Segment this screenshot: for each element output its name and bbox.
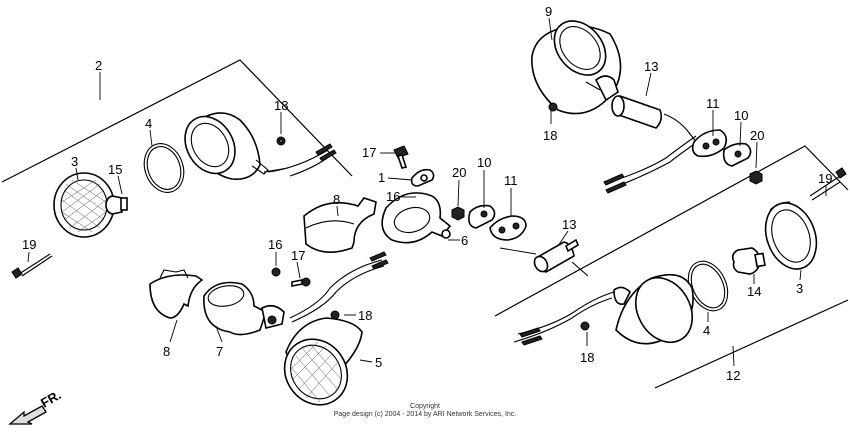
part-label-2: 2 xyxy=(95,58,102,73)
part-label-17-upper: 17 xyxy=(362,145,376,160)
nut-18-bottom xyxy=(580,321,590,331)
part-label-12: 12 xyxy=(726,368,740,383)
part-label-18-bottom: 18 xyxy=(580,350,594,365)
part-label-10-center: 10 xyxy=(477,155,491,170)
part-label-8-upper: 8 xyxy=(333,192,340,207)
part-label-17-lower: 17 xyxy=(291,248,305,263)
part-label-15: 15 xyxy=(108,162,122,177)
lower-mount-bracket-7 xyxy=(203,281,285,336)
part-label-20-center: 20 xyxy=(452,165,466,180)
part-label-19-left: 19 xyxy=(22,237,36,252)
part-label-5: 5 xyxy=(375,355,382,370)
nut-20-center xyxy=(451,206,465,221)
wire-clamp-1 xyxy=(410,168,435,187)
left-front-lens xyxy=(53,172,115,238)
part-label-14: 14 xyxy=(747,284,761,299)
left-assembly-frame xyxy=(1,59,353,183)
part-label-4-right: 4 xyxy=(703,323,710,338)
relay-13-upper xyxy=(585,81,699,145)
part-label-20-right: 20 xyxy=(750,128,764,143)
part-label-13-center: 13 xyxy=(562,217,576,232)
left-front-nut-18 xyxy=(276,136,286,146)
leader-lines xyxy=(27,17,827,367)
left-front-gasket xyxy=(143,143,185,193)
left-front-bulb xyxy=(105,195,128,215)
part-label-13-upper: 13 xyxy=(644,59,658,74)
relay-13-center xyxy=(499,238,589,277)
bracket-bolt-17-upper xyxy=(393,145,409,169)
part-label-19-right: 19 xyxy=(818,171,832,186)
part-label-6: 6 xyxy=(461,233,468,248)
left-front-screw xyxy=(11,253,53,279)
part-label-10-right: 10 xyxy=(734,108,748,123)
part-label-3-left: 3 xyxy=(71,154,78,169)
right-bulb-14 xyxy=(731,247,766,275)
part-label-4-left: 4 xyxy=(145,116,152,131)
copyright-line-2: Page design (c) 2004 - 2014 by ARI Netwo… xyxy=(334,411,517,418)
upper-right-housing-9 xyxy=(531,20,622,115)
part-label-8-lower: 8 xyxy=(163,344,170,359)
left-front-wires xyxy=(267,143,337,177)
upper-mount-bracket-6 xyxy=(381,192,452,244)
part-label-11-right: 11 xyxy=(706,96,720,111)
nut-20-right xyxy=(749,170,763,185)
copyright-line-1: Copyright xyxy=(410,403,440,410)
lower-wires xyxy=(289,251,389,323)
part-label-16-lower: 16 xyxy=(268,237,282,252)
right-assembly-frame-bottom xyxy=(654,299,849,389)
nut-18-right xyxy=(548,102,558,112)
front-direction-arrow: FR. xyxy=(8,387,64,425)
left-front-housing xyxy=(184,112,289,181)
part-label-11-center: 11 xyxy=(504,173,518,188)
right-assembly-frame xyxy=(494,145,849,317)
part-label-18-top: 18 xyxy=(274,98,288,113)
right-lens-3 xyxy=(764,201,818,270)
upper-right-wires xyxy=(603,135,701,194)
part-label-1: 1 xyxy=(378,170,385,185)
grommet-11-center xyxy=(489,215,527,241)
part-label-18-right: 18 xyxy=(543,128,557,143)
part-label-18-center: 18 xyxy=(358,308,372,323)
grommet-11-right xyxy=(691,129,728,158)
part-label-7: 7 xyxy=(216,344,223,359)
part-label-3-right: 3 xyxy=(796,281,803,296)
copyright-notice: Copyright Page design (c) 2004 - 2014 by… xyxy=(334,403,517,418)
grommet-10-right xyxy=(722,142,752,167)
right-lower-wires xyxy=(513,291,615,346)
bracket-bolt-17-lower xyxy=(291,277,311,287)
lower-bracket-cover-8 xyxy=(149,269,204,319)
collar-16-lower xyxy=(271,267,281,277)
part-label-9: 9 xyxy=(545,4,552,19)
part-number-labels: 2 3 15 4 19 18 17 1 16 8 20 10 11 13 6 1… xyxy=(22,4,832,383)
upper-bracket-cover-8 xyxy=(303,197,377,253)
grommet-10-center xyxy=(468,204,496,229)
part-label-16-upper: 16 xyxy=(386,189,400,204)
lower-left-housing-5 xyxy=(283,317,363,406)
right-housing-12 xyxy=(613,273,694,345)
